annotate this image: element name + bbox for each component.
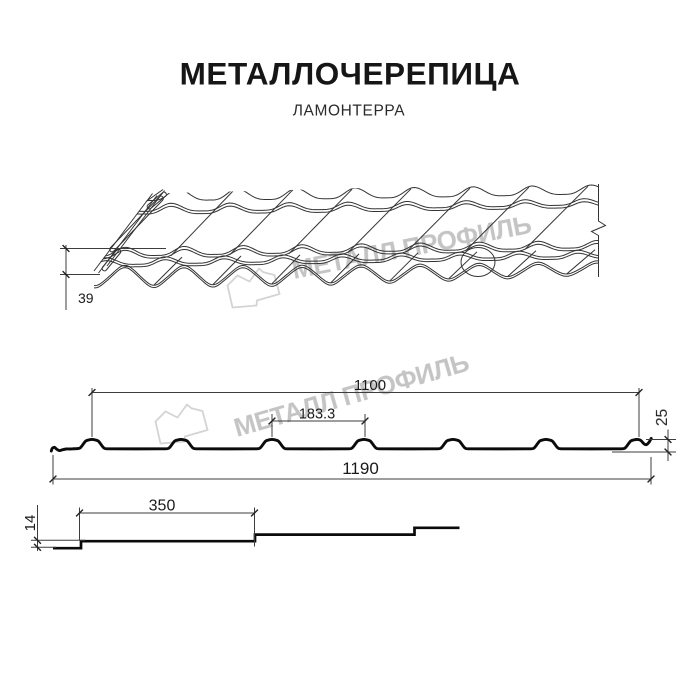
svg-text:39: 39	[78, 290, 94, 306]
svg-text:14: 14	[22, 515, 39, 532]
svg-text:МЕТАЛЛОЧЕРЕПИЦА: МЕТАЛЛОЧЕРЕПИЦА	[180, 56, 521, 92]
svg-text:1190: 1190	[342, 459, 379, 478]
svg-text:25: 25	[654, 409, 671, 426]
svg-text:350: 350	[149, 498, 176, 515]
svg-text:183.3: 183.3	[299, 407, 335, 423]
svg-text:ЛАМОНТЕРРА: ЛАМОНТЕРРА	[293, 102, 406, 119]
svg-text:1100: 1100	[354, 377, 386, 394]
